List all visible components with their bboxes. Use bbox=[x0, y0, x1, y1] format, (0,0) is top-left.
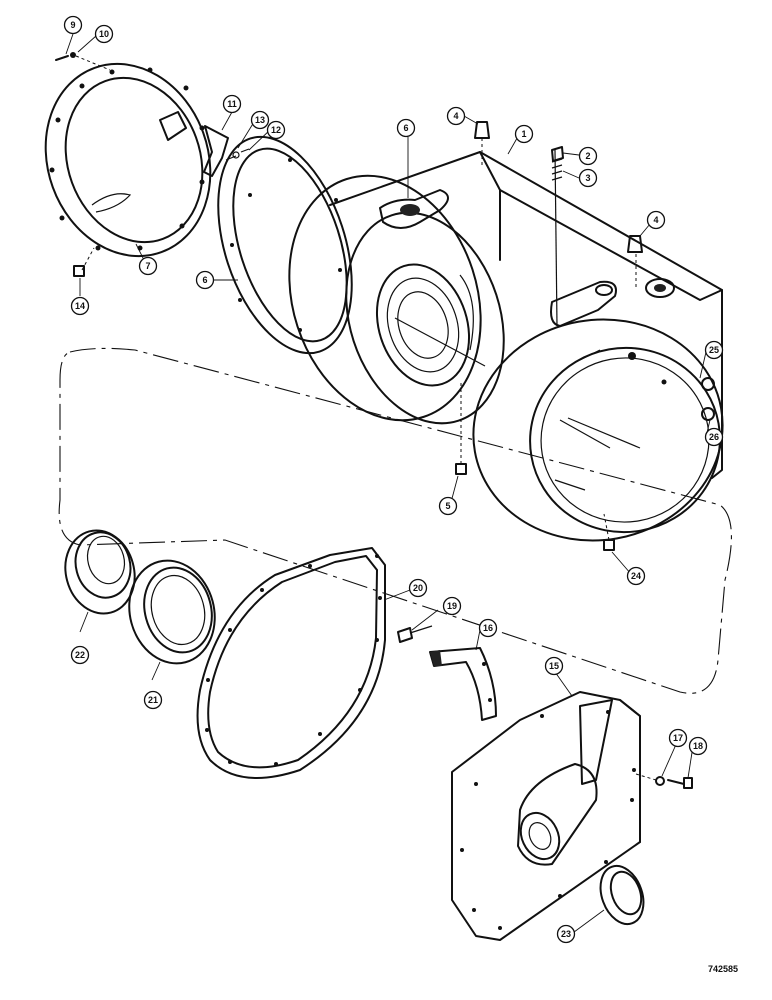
part-16-shoe bbox=[429, 647, 497, 721]
callout-11: 11 bbox=[222, 94, 242, 114]
part-4-fitting-top bbox=[474, 121, 490, 165]
svg-text:1: 1 bbox=[521, 129, 526, 139]
svg-text:21: 21 bbox=[148, 695, 158, 705]
callout-9: 9 bbox=[63, 15, 83, 35]
svg-text:4: 4 bbox=[653, 215, 658, 225]
callout-16: 16 bbox=[478, 618, 498, 638]
svg-text:25: 25 bbox=[709, 345, 719, 355]
callout-24: 24 bbox=[626, 566, 646, 586]
part-7-front-cover bbox=[44, 62, 212, 258]
svg-text:19: 19 bbox=[447, 601, 457, 611]
svg-text:5: 5 bbox=[445, 501, 450, 511]
svg-text:7: 7 bbox=[145, 261, 150, 271]
callout-23: 23 bbox=[556, 924, 576, 944]
svg-text:16: 16 bbox=[483, 623, 493, 633]
svg-text:13: 13 bbox=[255, 115, 265, 125]
part-5-plug bbox=[455, 380, 467, 475]
svg-text:23: 23 bbox=[561, 929, 571, 939]
part-21-seal bbox=[128, 559, 216, 665]
callout-8: 6 bbox=[195, 270, 215, 290]
callout-25: 25 bbox=[704, 340, 724, 360]
svg-text:10: 10 bbox=[99, 29, 109, 39]
part-11-bracket bbox=[203, 125, 250, 177]
callout-6-filler: 6 bbox=[396, 118, 416, 138]
svg-text:6: 6 bbox=[202, 275, 207, 285]
part-9-bolt bbox=[55, 52, 111, 71]
svg-text:3: 3 bbox=[585, 173, 590, 183]
part-1-transmission-housing bbox=[288, 149, 724, 542]
drawing-number: 742585 bbox=[708, 964, 738, 974]
svg-text:4: 4 bbox=[453, 111, 458, 121]
svg-text:2: 2 bbox=[585, 151, 590, 161]
callout-26: 26 bbox=[704, 427, 724, 447]
svg-text:17: 17 bbox=[673, 733, 683, 743]
svg-text:11: 11 bbox=[227, 99, 237, 109]
svg-text:15: 15 bbox=[549, 661, 559, 671]
callout-19: 19 bbox=[442, 596, 462, 616]
callout-10: 10 bbox=[94, 24, 114, 44]
part-20-gasket bbox=[196, 547, 386, 779]
callout-12: 12 bbox=[266, 120, 286, 140]
part-17-18-bolt bbox=[635, 773, 693, 789]
callout-15: 15 bbox=[544, 656, 564, 676]
callout-14: 14 bbox=[70, 296, 90, 316]
svg-text:9: 9 bbox=[70, 20, 75, 30]
assembly-centerline bbox=[58, 347, 732, 694]
part-19-screw bbox=[397, 625, 433, 643]
svg-text:24: 24 bbox=[631, 571, 641, 581]
callout-13: 13 bbox=[250, 110, 270, 130]
callout-4-top: 4 bbox=[446, 106, 466, 126]
svg-text:12: 12 bbox=[271, 125, 281, 135]
svg-text:18: 18 bbox=[693, 741, 703, 751]
svg-text:20: 20 bbox=[413, 583, 423, 593]
callout-1: 1 bbox=[514, 124, 534, 144]
part-23-seal bbox=[599, 864, 645, 926]
callout-20: 20 bbox=[408, 578, 428, 598]
callout-18: 18 bbox=[688, 736, 708, 756]
part-8-gasket bbox=[217, 135, 353, 355]
callout-3: 3 bbox=[578, 168, 598, 188]
part-24-plug bbox=[603, 513, 615, 551]
callout-22: 22 bbox=[70, 645, 90, 665]
callout-4-right: 4 bbox=[646, 210, 666, 230]
leader-lines bbox=[65, 33, 711, 936]
svg-text:14: 14 bbox=[75, 301, 85, 311]
part-14-plug bbox=[73, 247, 95, 277]
part-2-3-detent bbox=[551, 146, 564, 181]
callout-5: 5 bbox=[438, 496, 458, 516]
svg-text:22: 22 bbox=[75, 650, 85, 660]
part-4-fitting-right bbox=[627, 235, 643, 290]
part-22-seal bbox=[64, 529, 136, 615]
svg-text:26: 26 bbox=[709, 432, 719, 442]
callout-7: 7 bbox=[138, 256, 158, 276]
callout-21: 21 bbox=[143, 690, 163, 710]
part-15-rear-cover bbox=[451, 691, 641, 941]
callout-17: 17 bbox=[668, 728, 688, 748]
callout-2: 2 bbox=[578, 146, 598, 166]
svg-text:6: 6 bbox=[403, 123, 408, 133]
